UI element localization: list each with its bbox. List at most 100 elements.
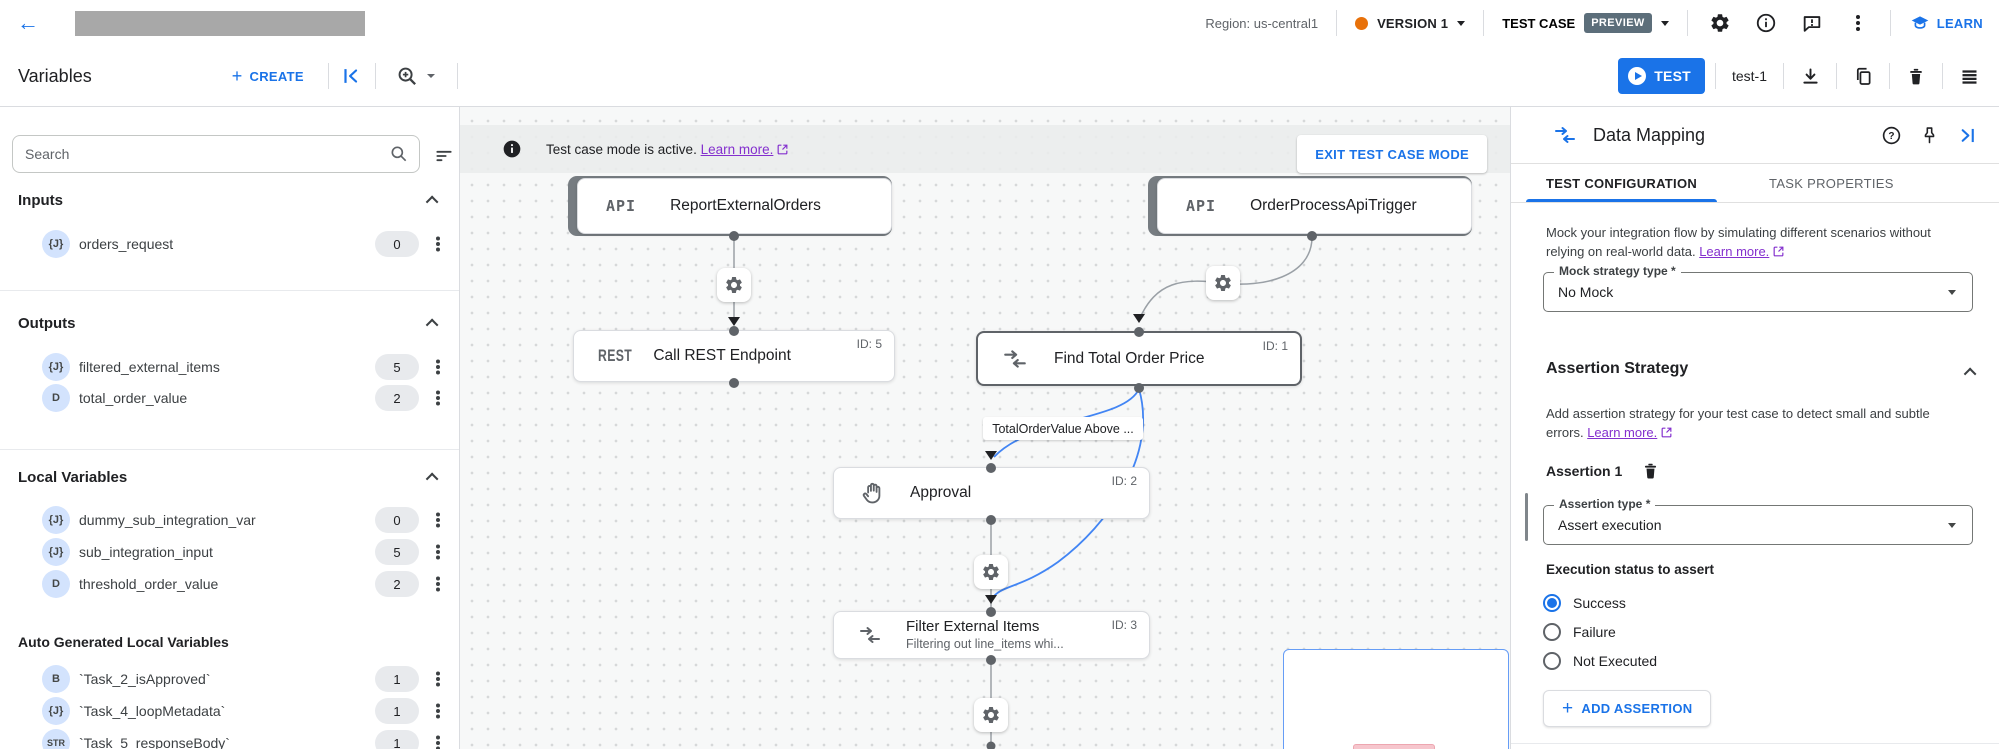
gear-icon xyxy=(724,275,744,295)
variable-row[interactable]: {J} `Task_4_loopMetadata` 1 xyxy=(0,695,459,727)
banner-learn-more-link[interactable]: Learn more. xyxy=(700,141,774,157)
node-filter-external-items[interactable]: Filter External Items Filtering out line… xyxy=(833,611,1150,659)
download-button[interactable] xyxy=(1796,62,1824,90)
back-button[interactable]: ← xyxy=(8,3,48,43)
info-button[interactable] xyxy=(1752,9,1780,37)
collapse-assertion-button[interactable] xyxy=(1959,360,1983,384)
flow-canvas[interactable]: Test case mode is active. Learn more. EX… xyxy=(460,107,1510,749)
radio-success[interactable]: Success xyxy=(1543,589,1626,617)
collapse-sidebar-button[interactable] xyxy=(337,62,365,90)
collapse-local-variables-button[interactable] xyxy=(421,465,445,489)
usage-count-badge: 5 xyxy=(375,539,419,565)
mock-learn-more-link[interactable]: Learn more. xyxy=(1699,244,1770,259)
collapse-panel-button[interactable] xyxy=(1953,121,1981,149)
variable-menu-button[interactable] xyxy=(425,385,451,411)
variable-menu-button[interactable] xyxy=(425,666,451,692)
chevron-up-icon xyxy=(425,195,438,208)
graduation-cap-icon xyxy=(1911,16,1929,29)
variable-menu-button[interactable] xyxy=(425,539,451,565)
learn-button[interactable]: LEARN xyxy=(1909,13,1983,33)
variable-row[interactable]: {J} orders_request 0 xyxy=(0,228,459,260)
sort-icon xyxy=(436,150,452,162)
panel-scrollbar[interactable] xyxy=(1525,493,1528,541)
sort-variables-button[interactable] xyxy=(430,142,458,170)
node-call-rest-endpoint[interactable]: REST Call REST Endpoint ID: 5 xyxy=(573,330,895,382)
kebab-icon xyxy=(436,396,440,400)
json-type-icon: {J} xyxy=(42,506,70,534)
list-icon xyxy=(1962,69,1976,84)
delete-assertion-button[interactable] xyxy=(1638,459,1662,483)
test-case-label: TEST CASE xyxy=(1502,15,1576,31)
delete-button[interactable] xyxy=(1902,62,1930,90)
variable-menu-button[interactable] xyxy=(425,698,451,724)
variable-row[interactable]: {J} sub_integration_input 5 xyxy=(0,536,459,568)
variable-row[interactable]: B `Task_2_isApproved` 1 xyxy=(0,663,459,695)
tab-test-configuration[interactable]: TEST CONFIGURATION xyxy=(1525,164,1718,202)
variable-row[interactable]: {J} dummy_sub_integration_var 0 xyxy=(0,504,459,536)
radio-failure[interactable]: Failure xyxy=(1543,618,1616,646)
divider xyxy=(1336,10,1338,36)
kebab-icon xyxy=(436,242,440,246)
divider xyxy=(327,63,329,89)
node-approval[interactable]: Approval ID: 2 xyxy=(833,467,1150,519)
tab-task-properties[interactable]: TASK PROPERTIES xyxy=(1769,164,1894,202)
variable-row[interactable]: {J} filtered_external_items 5 xyxy=(0,351,459,383)
more-options-button[interactable] xyxy=(1844,9,1872,37)
plus-icon: + xyxy=(1562,698,1574,719)
radio-not-executed[interactable]: Not Executed xyxy=(1543,647,1657,675)
edge-config-gear[interactable] xyxy=(974,555,1008,589)
feedback-button[interactable] xyxy=(1798,9,1826,37)
exit-test-case-mode-button[interactable]: EXIT TEST CASE MODE xyxy=(1297,135,1487,173)
kebab-icon xyxy=(436,709,440,713)
divider xyxy=(1889,63,1890,89)
canvas-zoom-control[interactable] xyxy=(396,65,435,88)
settings-button[interactable] xyxy=(1706,9,1734,37)
node-title: ReportExternalOrders xyxy=(670,197,821,214)
edge-config-gear[interactable] xyxy=(717,268,751,302)
hand-icon xyxy=(860,480,886,506)
node-report-external-orders[interactable]: API ReportExternalOrders xyxy=(568,176,892,236)
radio-label: Success xyxy=(1573,595,1626,611)
popup-card-partial[interactable] xyxy=(1283,649,1509,749)
list-view-button[interactable] xyxy=(1955,62,1983,90)
edge-condition-label[interactable]: TotalOrderValue Above ... xyxy=(983,417,1143,440)
collapse-outputs-button[interactable] xyxy=(421,311,445,335)
node-title: OrderProcessApiTrigger xyxy=(1250,197,1417,214)
trash-icon xyxy=(1906,66,1926,87)
add-assertion-button[interactable]: + ADD ASSERTION xyxy=(1543,690,1712,727)
variable-menu-button[interactable] xyxy=(425,354,451,380)
add-assertion-label: ADD ASSERTION xyxy=(1581,701,1693,716)
test-case-selector[interactable]: TEST CASE PREVIEW xyxy=(1502,13,1669,33)
pin-panel-button[interactable] xyxy=(1915,121,1943,149)
node-find-total-order-price[interactable]: Find Total Order Price ID: 1 xyxy=(976,331,1302,386)
assertion-learn-more-link[interactable]: Learn more. xyxy=(1587,425,1658,440)
create-variable-button[interactable]: + CREATE xyxy=(232,67,304,85)
variable-search[interactable] xyxy=(12,135,420,173)
variable-menu-button[interactable] xyxy=(425,231,451,257)
assertion-type-value: Assert execution xyxy=(1558,517,1662,533)
node-order-process-api-trigger[interactable]: API OrderProcessApiTrigger xyxy=(1148,176,1472,236)
variable-row[interactable]: D total_order_value 2 xyxy=(0,382,459,414)
plus-icon: + xyxy=(231,66,243,86)
variable-menu-button[interactable] xyxy=(425,730,451,749)
data-mapping-icon xyxy=(1002,346,1028,372)
edge-config-gear[interactable] xyxy=(1206,266,1240,300)
node-id: ID: 5 xyxy=(856,337,882,351)
variable-row[interactable]: D threshold_order_value 2 xyxy=(0,568,459,600)
banner-text: Test case mode is active. xyxy=(546,141,697,157)
mock-strategy-select[interactable]: Mock strategy type * No Mock xyxy=(1543,264,1973,312)
section-title: Local Variables xyxy=(18,468,128,486)
help-button[interactable]: ? xyxy=(1877,121,1905,149)
edge-config-gear[interactable] xyxy=(974,698,1008,732)
variable-row[interactable]: STR `Task_5_responseBody` 1 xyxy=(0,727,459,749)
variable-menu-button[interactable] xyxy=(425,571,451,597)
search-input[interactable] xyxy=(25,146,389,162)
assertion-type-select[interactable]: Assertion type * Assert execution xyxy=(1543,497,1973,545)
variable-menu-button[interactable] xyxy=(425,507,451,533)
collapse-inputs-button[interactable] xyxy=(421,188,445,212)
test-case-name[interactable]: test-1 xyxy=(1731,68,1767,84)
create-label: CREATE xyxy=(249,68,304,84)
version-selector[interactable]: VERSION 1 xyxy=(1355,16,1466,31)
test-button[interactable]: TEST xyxy=(1618,58,1705,94)
copy-button[interactable] xyxy=(1849,62,1877,90)
